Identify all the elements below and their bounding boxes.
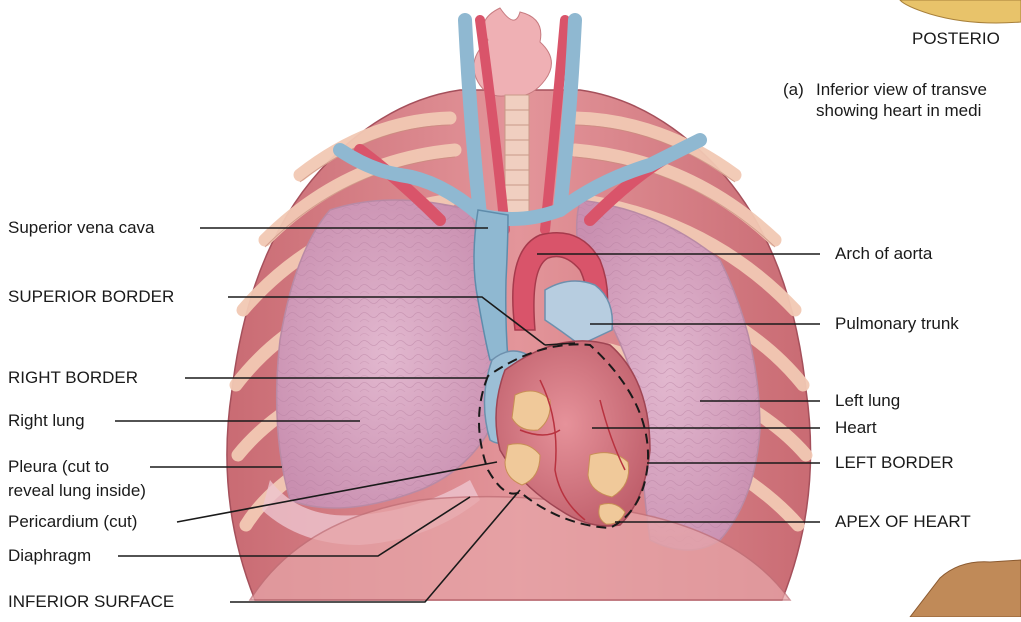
adjacent-photo-fragment bbox=[910, 560, 1021, 617]
caption-line-1: Inferior view of transve bbox=[816, 80, 987, 100]
caption-marker: (a) bbox=[783, 80, 804, 100]
label-arch-of-aorta: Arch of aorta bbox=[835, 244, 932, 264]
caption-line-2: showing heart in medi bbox=[816, 101, 981, 121]
label-right-border: RIGHT BORDER bbox=[8, 368, 138, 388]
label-pericardium: Pericardium (cut) bbox=[8, 512, 137, 532]
label-apex-of-heart: APEX OF HEART bbox=[835, 512, 971, 532]
posterior-label: POSTERIO bbox=[912, 29, 1000, 49]
label-heart: Heart bbox=[835, 418, 877, 438]
label-left-border: LEFT BORDER bbox=[835, 453, 954, 473]
label-pleura-line-2: reveal lung inside) bbox=[8, 481, 146, 501]
adjacent-figure-fragment bbox=[900, 0, 1021, 23]
label-left-lung: Left lung bbox=[835, 391, 900, 411]
label-pulmonary-trunk: Pulmonary trunk bbox=[835, 314, 959, 334]
label-superior-border: SUPERIOR BORDER bbox=[8, 287, 174, 307]
label-pleura-line-1: Pleura (cut to bbox=[8, 457, 109, 477]
label-right-lung: Right lung bbox=[8, 411, 85, 431]
label-diaphragm: Diaphragm bbox=[8, 546, 91, 566]
label-inferior-surface: INFERIOR SURFACE bbox=[8, 592, 174, 612]
label-superior-vena-cava: Superior vena cava bbox=[8, 218, 154, 238]
